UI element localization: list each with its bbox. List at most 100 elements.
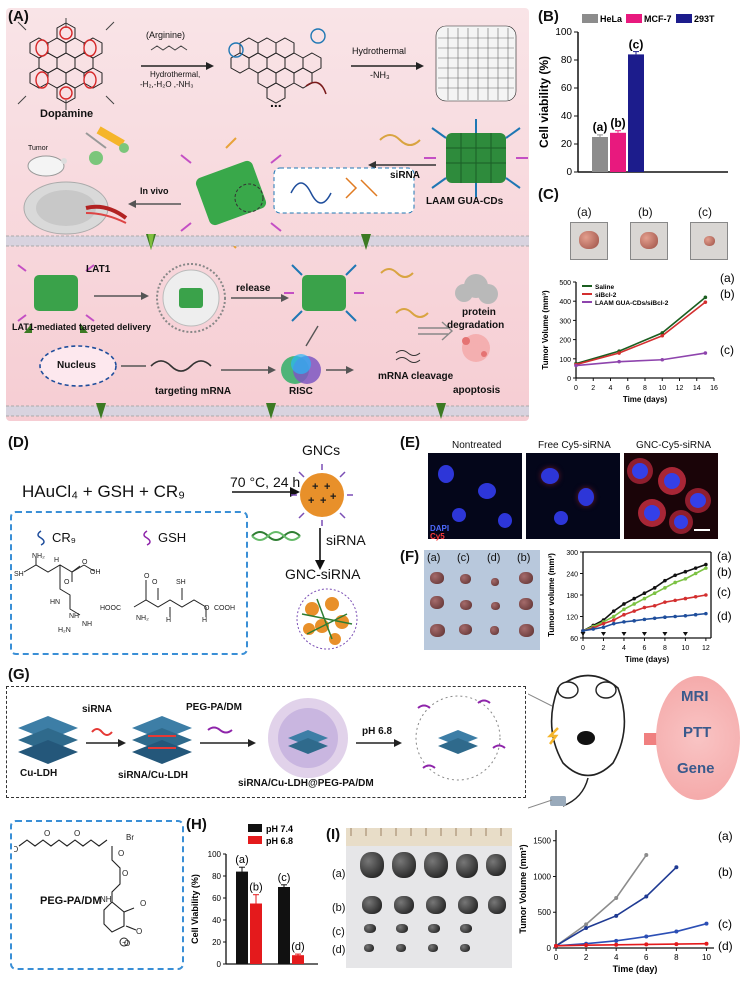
h-ytick-label: 0 [217,960,222,969]
b-bar-label: (b) [610,116,625,130]
c-point [660,333,665,338]
panel-c-letter: (C) [538,186,559,203]
dopamine-label: Dopamine [40,108,94,120]
c-xtick-label: 2 [591,385,595,392]
f-point [622,612,626,617]
photo-c-label-a: (a) [577,205,592,219]
f-point [642,596,647,601]
f-xtick-label: 4 [622,645,626,652]
f-series-label: (a) [717,549,732,563]
f-dose-marker [662,632,668,636]
legend-cr9-symbol [37,530,45,546]
f-point [693,594,698,599]
panel-a-letter: (A) [8,8,29,25]
hydrothermal-1-sub: -H₂,-H₂O ,-NH₃ [140,80,194,89]
b-bar [592,137,608,172]
tumor-f-d1 [491,578,499,586]
hydrothermal-1-label: Hydrothermal, [150,70,201,79]
mouse-illustration [528,674,626,809]
f-dose-marker [641,632,647,636]
laam-gua-cds-label: LAAM GUA-CDs [426,196,504,207]
tumor-f-b1 [519,572,533,584]
f-ytick-label: 240 [566,572,578,579]
svg-text:NH: NH [82,621,92,628]
f-point [611,614,616,619]
c-legend-label: LAAM GUA-CDs/siBcl-2 [595,300,669,307]
b-ytick-label: 100 [555,27,572,38]
invivo-label: In vivo [140,186,169,196]
gene-label: Gene [677,760,715,777]
tumor-i-a2 [392,852,416,878]
b-bar [628,54,644,172]
tumor-f-d2 [491,602,500,610]
f-ytick-label: 300 [566,550,578,557]
photo-f-label-2: (c) [457,552,470,564]
h-ytick-label: 80 [212,872,221,881]
i-series-label: (c) [718,917,732,931]
b-ytick-label: 60 [561,83,573,94]
b-ytick-label: 40 [561,111,573,122]
row-label-b: (b) [332,902,346,914]
f-xtick-label: 0 [581,645,585,652]
tumor-f-a2 [430,596,444,609]
c-xtick-label: 0 [574,385,578,392]
dopamine-structure [17,18,115,110]
panel-h-letter: (H) [186,816,207,833]
i-series-label: (b) [718,865,733,879]
svg-text:COOH: COOH [214,605,235,612]
f-xtick-label: 12 [702,645,710,652]
photo-c-label-b: (b) [638,205,653,219]
tumor-i-b1 [362,896,382,914]
photo-f-label-4: (b) [517,552,531,564]
f-point [704,566,708,570]
c-xlabel: Time (days) [623,395,668,404]
f-point [693,612,698,617]
h-legend-swatch [248,836,262,844]
f-dose-marker [600,632,606,636]
svg-text:+: + [320,495,326,507]
f-point [652,616,657,621]
svg-text:H: H [166,617,171,624]
f-point [673,573,677,578]
f-series-label: (d) [717,609,732,623]
c-series-line [575,301,706,366]
tumor-i-d2 [396,944,406,952]
i-point [644,934,649,939]
f-point [642,617,647,622]
f-ytick-label: 180 [566,593,578,600]
f-point [601,621,606,626]
f-point [673,598,677,603]
h-bar [292,955,304,964]
panel-a-diagram [6,18,529,419]
c-point [703,295,708,300]
tumor-photo-c [690,222,728,260]
f-point [663,600,667,604]
c-ytick-label: 200 [559,338,571,345]
g-sirna-culdh-peg-label: siRNA/Cu-LDH@PEG-PA/DM [238,778,374,789]
svg-text:O: O [124,939,130,948]
row-label-c: (c) [332,926,345,938]
tumor-i-b5 [488,896,506,914]
ptt-label: PTT [683,724,712,741]
dapi-label: DAPI [430,524,450,533]
svg-text:O: O [152,579,158,586]
tumor-i-d3 [428,944,438,952]
h-ylabel: Cell Viability (%) [190,874,200,944]
legend-cr9-label: CR₉ [52,530,76,545]
i-point [644,894,649,899]
b-ytick-label: 20 [561,139,573,150]
tumor-f-b3 [519,624,534,637]
i-series-line [555,922,707,947]
c-xtick-label: 16 [710,385,718,392]
h-bar-label: (b) [249,882,262,894]
mrna-cleavage-label: mRNA cleavage [378,371,454,382]
tumor-i-b4 [458,896,478,914]
svg-text:O: O [140,899,146,908]
i-series-label: (d) [718,939,733,953]
risc-label: RISC [289,386,313,397]
i-series-line [555,942,707,947]
svg-text:NH₂: NH₂ [32,553,45,560]
i-point [674,865,679,870]
sirna-label-a: siRNA [390,170,421,181]
